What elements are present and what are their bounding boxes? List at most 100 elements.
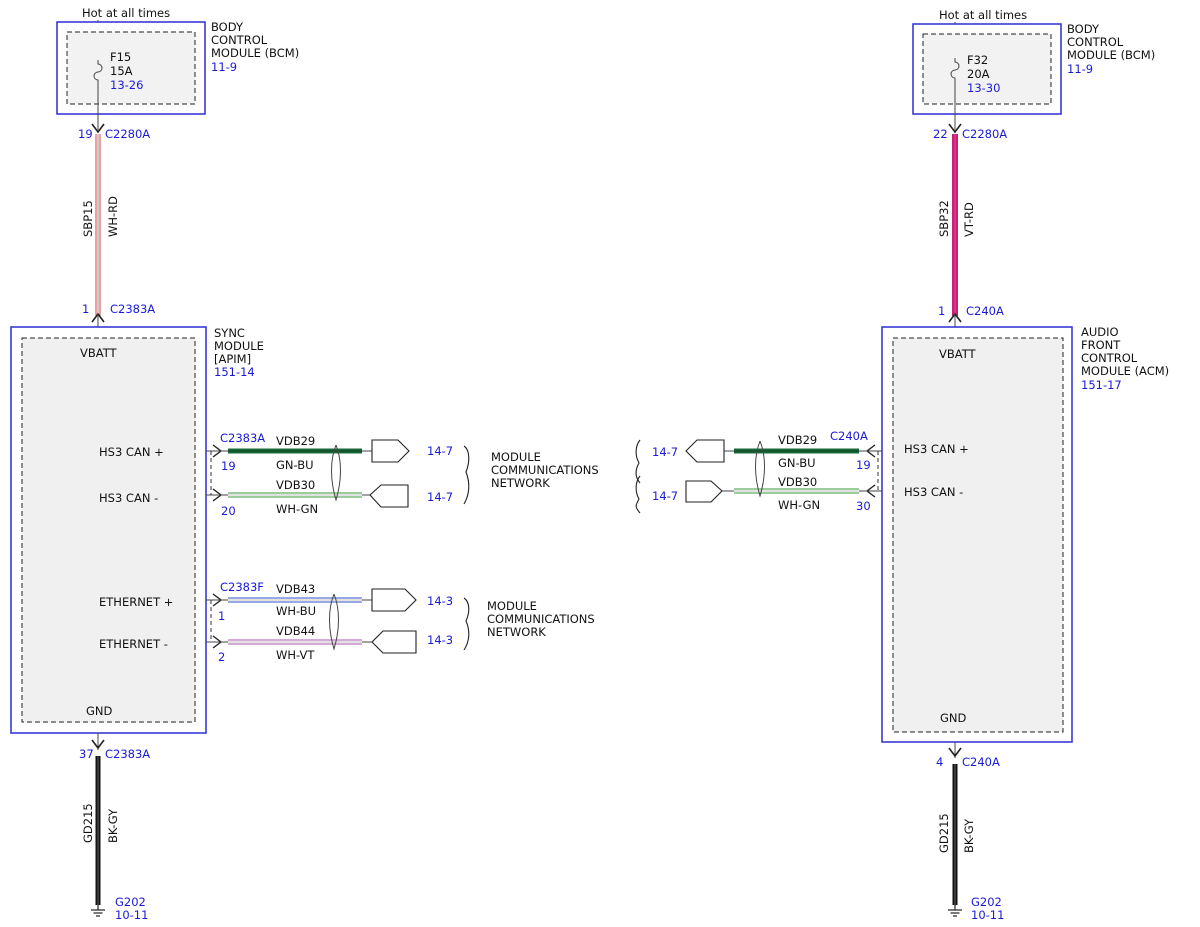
right-can-connector[interactable]: C240A xyxy=(830,429,868,443)
right-wire-top-color: VT-RD xyxy=(962,202,976,237)
left-wire-gnd-color: BK-GY xyxy=(106,808,120,843)
right-c240a-name[interactable]: C240A xyxy=(966,304,1004,318)
right-acm-module-box[interactable] xyxy=(881,326,1073,743)
right-fuse-id: F32 xyxy=(967,53,988,67)
right-pin-hs3-can-minus: HS3 CAN - xyxy=(904,485,963,499)
left-eth-plus-ref[interactable]: 14-3 xyxy=(427,594,453,608)
left-can-network-1: MODULE xyxy=(491,450,541,464)
right-can-twist-icon xyxy=(755,440,765,498)
right-fuse-ref[interactable]: 13-30 xyxy=(967,81,1000,95)
right-wire-gnd-color: BK-GY xyxy=(962,818,976,853)
right-can-plus-circuit: VDB29 xyxy=(778,433,817,447)
right-can-plus-color: GN-BU xyxy=(778,456,816,470)
right-ground-ref[interactable]: 10-11 xyxy=(971,908,1004,922)
left-eth-brace-icon xyxy=(463,597,470,651)
left-wire-wh-gn[interactable] xyxy=(228,492,362,498)
left-pin-ethernet-minus: ETHERNET - xyxy=(99,637,168,651)
right-ground-icon xyxy=(948,905,962,917)
right-gnd-connector[interactable]: C240A xyxy=(962,755,1000,769)
right-can-minus-color: WH-GN xyxy=(778,498,820,512)
left-fuse-amp: 15A xyxy=(110,64,133,78)
left-can-twist-icon xyxy=(331,444,341,502)
left-ground-name[interactable]: G202 xyxy=(115,895,146,909)
left-eth-plus-tag-icon[interactable] xyxy=(371,588,417,612)
right-bcm-title-1: BODY xyxy=(1067,22,1100,36)
right-can-minus-ref[interactable]: 14-7 xyxy=(652,489,678,503)
left-eth-plus-circuit: VDB43 xyxy=(276,582,315,596)
left-bcm-ref[interactable]: 11-9 xyxy=(211,60,237,74)
right-can-pin-minus: 30 xyxy=(856,499,871,513)
left-fuse-ref[interactable]: 13-26 xyxy=(110,78,143,92)
left-wire-top-circuit: SBP15 xyxy=(81,200,95,237)
left-module-title-1: SYNC xyxy=(214,326,245,340)
left-eth-minus-ref[interactable]: 14-3 xyxy=(427,633,453,647)
left-circuit: Hot at all times F15 15A 13-26 BODY CONT… xyxy=(10,6,599,922)
left-eth-network-3: NETWORK xyxy=(487,625,546,639)
left-module-vbatt: VBATT xyxy=(80,346,118,360)
left-can-brace-icon xyxy=(463,445,470,505)
left-c2280a-name[interactable]: C2280A xyxy=(105,127,150,141)
right-fuse-icon xyxy=(950,58,960,130)
left-c2383a-name[interactable]: C2383A xyxy=(110,302,155,316)
right-module-ref[interactable]: 151-17 xyxy=(1081,378,1122,392)
left-eth-connector[interactable]: C2383F xyxy=(220,580,264,594)
right-can-pin-plus: 19 xyxy=(856,458,871,472)
right-ground-name[interactable]: G202 xyxy=(971,895,1002,909)
left-module-title-3: [APIM] xyxy=(214,352,251,366)
left-eth-network-2: COMMUNICATIONS xyxy=(487,612,595,626)
left-can-minus-ref[interactable]: 14-7 xyxy=(427,490,453,504)
left-eth-minus-circuit: VDB44 xyxy=(276,624,315,638)
left-module-gnd: GND xyxy=(86,704,113,718)
left-can-plus-ref[interactable]: 14-7 xyxy=(427,444,453,458)
left-wire-wh-vt[interactable] xyxy=(228,639,362,645)
left-can-network-2: COMMUNICATIONS xyxy=(491,463,599,477)
right-wire-wh-gn[interactable] xyxy=(734,488,859,494)
right-gnd-arrow-icon xyxy=(948,747,962,758)
left-ground-ref[interactable]: 10-11 xyxy=(115,908,148,922)
right-can-brace-lower-icon xyxy=(635,475,641,514)
right-c2280a-pin: 22 xyxy=(933,127,948,141)
right-circuit: Hot at all times F32 20A 13-30 BODY CONT… xyxy=(635,8,1169,922)
right-c2280a-name[interactable]: C2280A xyxy=(962,127,1007,141)
right-bcm-title-3: MODULE (BCM) xyxy=(1067,48,1155,62)
right-can-minus-tag-icon[interactable] xyxy=(685,480,723,503)
left-gnd-pin: 37 xyxy=(79,747,94,761)
right-can-minus-circuit: VDB30 xyxy=(778,475,817,489)
left-can-pin-minus: 20 xyxy=(221,504,236,518)
left-eth-pin-minus: 2 xyxy=(218,650,225,664)
left-eth-minus-tag-icon[interactable] xyxy=(371,630,417,654)
right-wire-gnd-circuit: GD215 xyxy=(937,813,951,853)
left-c2280a-pin: 19 xyxy=(78,127,93,141)
right-hot-label: Hot at all times xyxy=(939,8,1027,22)
right-pin-hs3-can-plus: HS3 CAN + xyxy=(904,442,969,456)
left-wire-wh-bu[interactable] xyxy=(228,597,362,603)
left-bcm-box[interactable] xyxy=(56,21,206,115)
left-can-minus-tag-icon[interactable] xyxy=(369,484,409,508)
left-module-ref[interactable]: 151-14 xyxy=(214,365,255,379)
left-hot-label: Hot at all times xyxy=(82,6,170,20)
right-wire-vt-rd[interactable] xyxy=(952,134,958,316)
left-gnd-connector[interactable]: C2383A xyxy=(105,747,150,761)
left-can-plus-tag-icon[interactable] xyxy=(371,439,410,463)
right-c2280a-arrow-icon xyxy=(948,123,962,134)
left-pin-hs3-can-plus: HS3 CAN + xyxy=(99,445,164,459)
left-can-connector[interactable]: C2383A xyxy=(220,431,265,445)
left-fuse-icon xyxy=(93,60,103,130)
right-can-plus-tag-icon[interactable] xyxy=(685,439,725,463)
right-can-plus-ref[interactable]: 14-7 xyxy=(652,445,678,459)
left-sync-module-box[interactable] xyxy=(10,326,207,734)
right-bcm-box[interactable] xyxy=(912,23,1062,115)
left-wire-wh-rd[interactable] xyxy=(95,134,101,316)
left-eth-twist-icon xyxy=(329,593,339,651)
left-can-minus-circuit: VDB30 xyxy=(276,478,315,492)
right-module-title-3: CONTROL xyxy=(1081,351,1138,365)
left-c2383a-pin: 1 xyxy=(82,302,89,316)
left-eth-minus-color: WH-VT xyxy=(276,648,315,662)
left-wire-gnd-circuit: GD215 xyxy=(81,803,95,843)
left-eth-network-1: MODULE xyxy=(487,599,537,613)
left-can-pin-plus: 19 xyxy=(221,459,236,473)
right-bcm-ref[interactable]: 11-9 xyxy=(1067,62,1093,76)
right-module-gnd: GND xyxy=(940,711,967,725)
right-c240a-pin: 1 xyxy=(938,304,945,318)
